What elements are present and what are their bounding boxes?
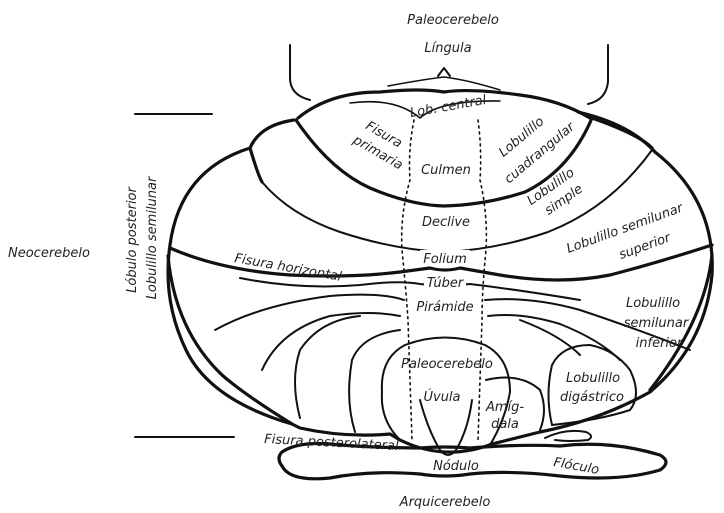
digastric-lobule-outline (547, 344, 637, 426)
fisura-horizontal-lower (239, 277, 581, 301)
label-lob-central: Lob. central (409, 93, 488, 121)
label-arquicerebelo: Arquicerebelo (399, 495, 491, 510)
uvula-tongue (419, 399, 473, 456)
left-inner-curve-1 (294, 315, 361, 419)
vermis-dotted-right (477, 119, 488, 441)
label-lobulillo-digastrico-2: digástrico (560, 390, 624, 405)
left-inner-curve-2 (348, 329, 401, 433)
label-neocerebelo: Neocerebelo (8, 246, 90, 261)
vermis-dotted-left (400, 119, 415, 441)
label-amigdala-2: dala (491, 417, 519, 432)
piramide-curve-right (487, 314, 621, 361)
right-inner-curve (519, 319, 581, 356)
lingula-tip (437, 67, 451, 77)
central-lobule-line (349, 100, 501, 119)
uvula-outline (380, 336, 511, 446)
fisura-primaria-line (294, 116, 594, 208)
inferior-lobule-left-boundary (166, 254, 294, 426)
fisura-horizontal-line (168, 243, 714, 282)
label-paleocerebelo-mid: Paleocerebelo (401, 357, 493, 372)
amigdala-outline (485, 376, 545, 431)
anterior-lobe-outline (296, 88, 592, 120)
label-semilunar-inferior-1: Lobulillo (626, 296, 680, 311)
tuber-curve-left (214, 293, 405, 331)
label-tuber: Túber (427, 276, 465, 291)
brainstem-right-outline (587, 44, 609, 105)
label-lobulillo-semilunar-side: Lobulillo semilunar (145, 175, 160, 299)
folium-label-bg (420, 250, 470, 266)
uvula-lower-left (380, 391, 401, 441)
simple-lobule-outer-right (590, 116, 654, 150)
label-culmen: Culmen (421, 163, 471, 178)
floculo-tail (544, 429, 592, 442)
label-nodulo: Nódulo (433, 459, 479, 474)
label-declive: Declive (422, 215, 470, 230)
label-lingula: Língula (424, 41, 471, 56)
tuber-curve-right (484, 298, 691, 351)
label-semilunar-inferior-3: inferior (636, 336, 684, 351)
label-lobulillo-digastrico-1: Lobulillo (566, 371, 620, 386)
label-paleocerebelo-top: Paleocerebelo (407, 13, 499, 28)
label-fisura-posterolateral: Fisura posterolateral (264, 432, 400, 454)
lingula-fold (387, 76, 501, 91)
label-semilunar-inferior-2: semilunar (624, 316, 690, 331)
label-amigdala-1: Amíg- (485, 400, 524, 415)
brainstem-left-outline (289, 44, 311, 101)
label-uvula: Úvula (423, 389, 460, 405)
tuber-label-bg (424, 274, 466, 290)
simple-lobule-boundary-left (248, 146, 264, 184)
label-piramide: Pirámide (416, 300, 473, 315)
inferior-lobule-right-boundary (648, 253, 714, 392)
nodulus-band-outline (277, 441, 668, 481)
piramide-curve-left (261, 312, 401, 371)
piramide-label-bg (412, 298, 478, 314)
label-lobulo-posterior: Lóbulo posterior (125, 185, 140, 292)
label-folium: Folium (423, 252, 467, 267)
